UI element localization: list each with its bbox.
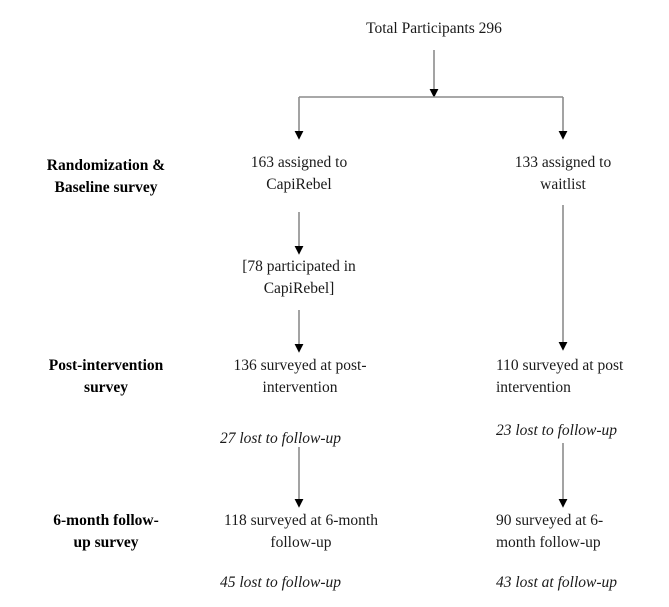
node-intervention-followup-survey: 118 surveyed at 6-month follow-up (224, 512, 378, 551)
stage-label-post-intervention: Post-intervention survey (48, 357, 164, 396)
stage-label-randomization: Randomization & Baseline survey (46, 157, 166, 196)
note-intervention-post-loss: 27 lost to follow-up (220, 430, 341, 447)
node-total-participants: Total Participants 296 (366, 20, 502, 37)
node-intervention-assigned: 163 assigned to CapiRebel (250, 154, 348, 193)
node-intervention-participated: [78 participated in CapiRebel] (242, 258, 356, 297)
node-waitlist-followup-survey: 90 surveyed at 6- month follow-up (496, 512, 604, 551)
note-intervention-followup-loss: 45 lost to follow-up (220, 574, 341, 591)
node-intervention-post-survey: 136 surveyed at post- intervention (233, 357, 367, 396)
stage-label-six-month-followup: 6-month follow- up survey (53, 512, 159, 551)
node-waitlist-assigned: 133 assigned to waitlist (514, 154, 612, 193)
note-waitlist-post-loss: 23 lost to follow-up (496, 422, 617, 439)
node-waitlist-post-survey: 110 surveyed at post intervention (496, 357, 624, 396)
note-waitlist-followup-loss: 43 lost at follow-up (496, 574, 617, 591)
